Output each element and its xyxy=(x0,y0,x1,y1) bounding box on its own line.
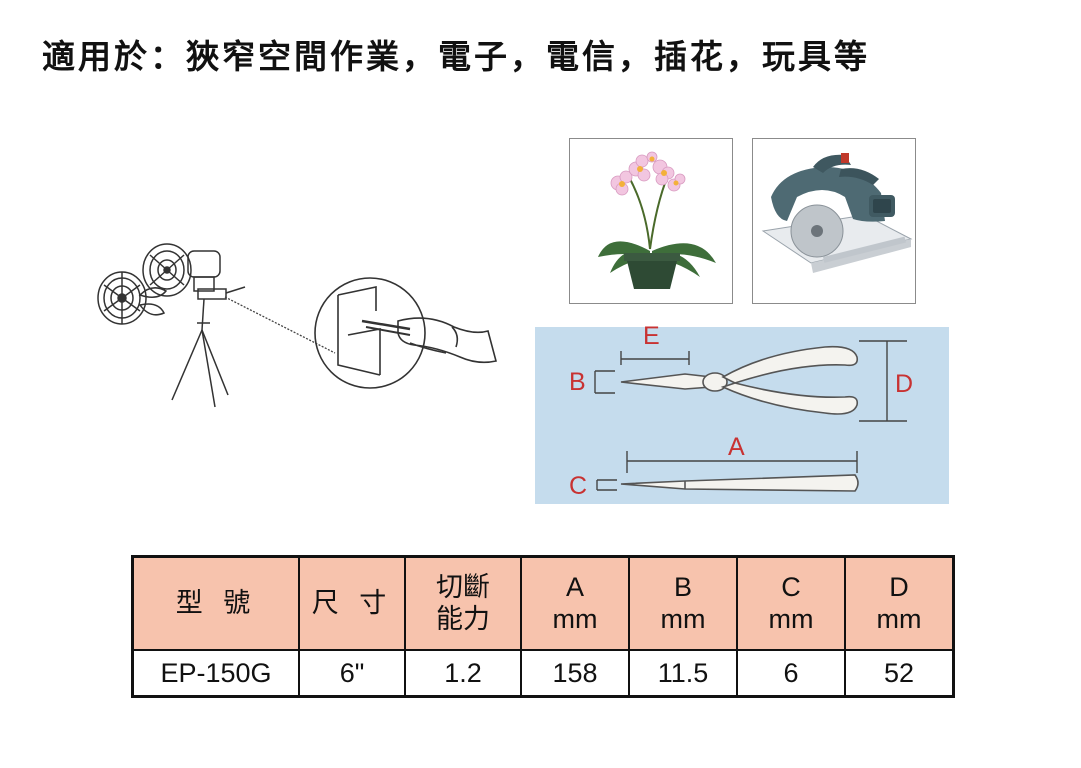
circular-saw-photo xyxy=(752,138,916,304)
header-c-line1: C xyxy=(781,572,801,603)
header-a: A mm xyxy=(520,555,630,651)
header-d-line1: D xyxy=(889,572,909,603)
spec-table-header-row: 型 號 尺 寸 切斷 能力 A mm B mm C mm D mm xyxy=(131,555,955,651)
dimension-b-lines xyxy=(594,370,615,394)
cell-model: EP-150G xyxy=(131,649,300,698)
cell-cutting-capacity: 1.2 xyxy=(404,649,522,698)
header-d: D mm xyxy=(844,555,955,651)
magnified-detail xyxy=(314,277,497,389)
header-d-line2: mm xyxy=(876,603,922,634)
header-a-line2: mm xyxy=(552,603,598,634)
dimension-d-lines xyxy=(859,340,907,422)
circular-saw-icon xyxy=(761,153,913,273)
callout-line xyxy=(224,296,336,354)
header-cutting-capacity: 切斷 能力 xyxy=(404,555,522,651)
header-c-line2: mm xyxy=(768,603,814,634)
header-b-line2: mm xyxy=(660,603,706,634)
dimension-label-e: E xyxy=(643,322,660,350)
dimension-label-d: D xyxy=(895,370,914,398)
header-model: 型 號 xyxy=(131,555,300,651)
cell-size: 6" xyxy=(298,649,406,698)
dimension-e-lines xyxy=(620,351,690,365)
dimension-c-lines xyxy=(596,479,617,491)
cell-b: 11.5 xyxy=(628,649,738,698)
header-b: B mm xyxy=(628,555,738,651)
dimension-label-c: C xyxy=(569,472,588,500)
header-a-line1: A xyxy=(565,572,584,603)
pliers-top-view xyxy=(620,345,859,415)
usage-illustration xyxy=(80,225,520,425)
cell-d: 52 xyxy=(844,649,955,698)
table-row: EP-150G 6" 1.2 158 11.5 6 52 xyxy=(131,649,955,698)
fan-illustration xyxy=(97,243,246,408)
orchid-icon xyxy=(598,151,716,289)
usage-illustration-svg xyxy=(97,243,497,408)
header-size-line1: 尺 寸 xyxy=(311,587,393,619)
dimension-a-lines xyxy=(626,451,858,473)
header-b-line1: B xyxy=(673,572,692,603)
spec-table: 型 號 尺 寸 切斷 能力 A mm B mm C mm D mm EP-150… xyxy=(131,555,955,698)
cell-a: 158 xyxy=(520,649,630,698)
header-c: C mm xyxy=(736,555,846,651)
pliers-side-view xyxy=(620,474,859,492)
pliers-dimension-svg xyxy=(594,340,907,492)
page-title: 適用於：狹窄空間作業，電子，電信，插花，玩具等 xyxy=(42,37,870,76)
dimension-diagram: E B D A C xyxy=(535,322,949,504)
dimension-label-a: A xyxy=(728,433,745,461)
cell-c: 6 xyxy=(736,649,846,698)
orchid-photo xyxy=(569,138,733,304)
header-size: 尺 寸 xyxy=(298,555,406,651)
header-model-line1: 型 號 xyxy=(175,587,257,619)
header-cutting-line1: 切斷 xyxy=(436,572,490,604)
header-cutting-line2: 能力 xyxy=(436,603,490,635)
dimension-label-b: B xyxy=(569,368,586,396)
